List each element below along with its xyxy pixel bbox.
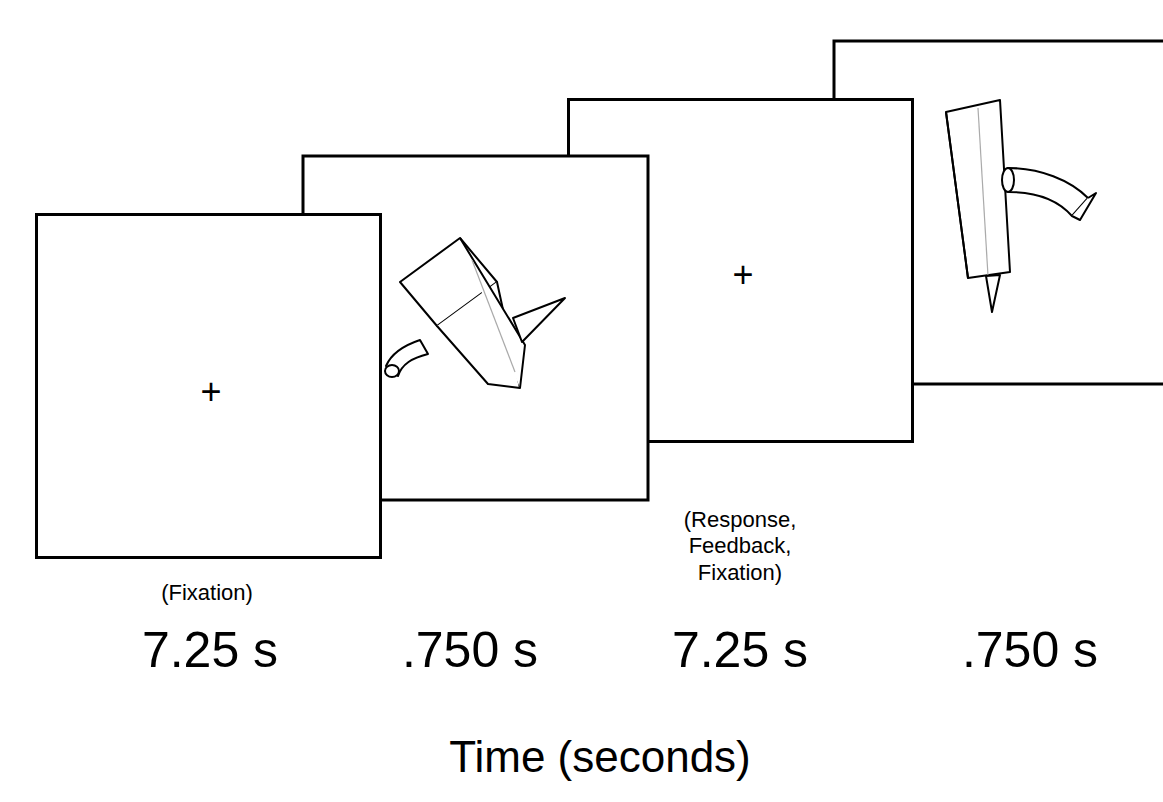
fixation-cross: +: [200, 374, 221, 410]
phase-caption: (Fixation): [107, 580, 307, 606]
duration-label: .750 s: [402, 625, 538, 675]
duration-label: 7.25 s: [672, 625, 808, 675]
stimulus-frame: +(Fixation): [35, 213, 382, 559]
phase-caption: (Response, Feedback, Fixation): [660, 507, 820, 586]
fixation-cross: +: [732, 257, 753, 293]
duration-label: 7.25 s: [142, 625, 278, 675]
axis-label: Time (seconds): [449, 735, 751, 779]
duration-label: .750 s: [962, 625, 1098, 675]
